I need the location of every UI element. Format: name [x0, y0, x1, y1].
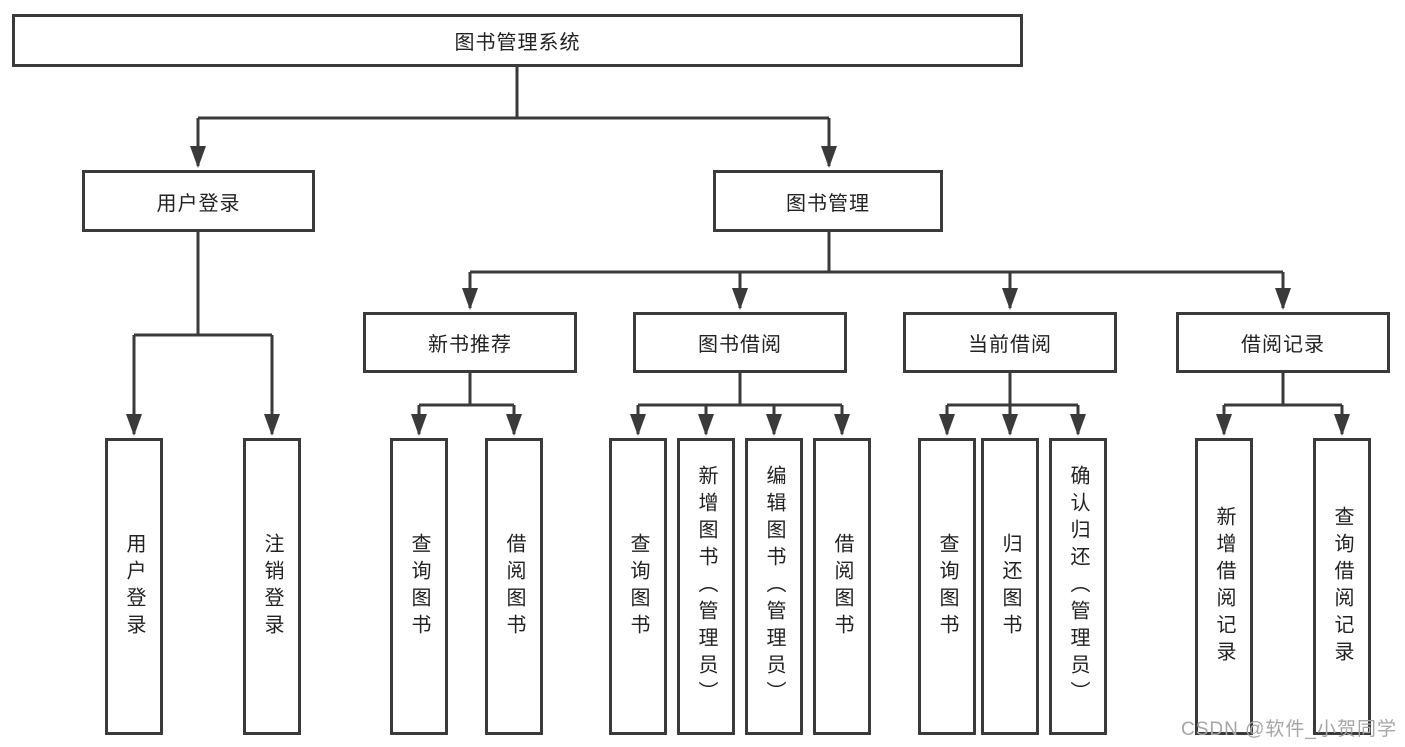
- node-label: 图书管理: [786, 192, 870, 215]
- node-user-login-leaf: 用户登录: [105, 438, 163, 735]
- node-label: 用户登录: [156, 192, 241, 215]
- node-label: 归还图书: [999, 532, 1021, 641]
- csdn-watermark: CSDN @软件_小贺同学: [1181, 719, 1397, 740]
- node-new-book-recommendation: 新书推荐: [363, 312, 577, 373]
- node-book-management: 图书管理: [713, 170, 943, 232]
- node-label: 注销登录: [261, 532, 283, 641]
- node-label: 确认归还（管理员）: [1067, 465, 1089, 708]
- node-label: 用户登录: [123, 532, 145, 641]
- node-add-borrow-record: 新增借阅记录: [1195, 438, 1253, 735]
- node-label: 新书推荐: [428, 334, 512, 356]
- node-label: 借阅记录: [1241, 334, 1325, 356]
- node-label: 借阅图书: [831, 532, 853, 641]
- node-confirm-return-admin: 确认归还（管理员）: [1049, 438, 1107, 735]
- node-borrowing-records: 借阅记录: [1176, 312, 1390, 373]
- node-label: 新增图书（管理员）: [695, 465, 717, 708]
- node-user-login: 用户登录: [82, 170, 315, 232]
- node-borrow-books-recommend: 借阅图书: [485, 438, 543, 735]
- node-system-root: 图书管理系统: [12, 14, 1023, 67]
- node-query-books-recommend: 查询图书: [390, 438, 448, 735]
- node-logout: 注销登录: [243, 438, 301, 735]
- node-query-borrow-record: 查询借阅记录: [1313, 438, 1371, 735]
- node-label: 查询借阅记录: [1331, 505, 1353, 668]
- node-query-books-borrowing: 查询图书: [609, 438, 667, 735]
- node-label: 查询图书: [627, 532, 649, 641]
- node-label: 编辑图书（管理员）: [763, 465, 785, 708]
- node-label: 借阅图书: [503, 532, 525, 641]
- node-label: 新增借阅记录: [1213, 505, 1235, 668]
- node-label: 查询图书: [936, 532, 958, 641]
- node-label: 当前借阅: [968, 334, 1052, 356]
- node-query-books-current: 查询图书: [918, 438, 976, 735]
- node-label: 图书管理系统: [454, 32, 581, 54]
- node-book-borrowing: 图书借阅: [633, 312, 847, 373]
- node-label: 查询图书: [408, 532, 430, 641]
- node-borrow-books: 借阅图书: [813, 438, 871, 735]
- node-label: 图书借阅: [698, 334, 782, 356]
- node-edit-books-admin: 编辑图书（管理员）: [745, 438, 803, 735]
- node-current-borrowing: 当前借阅: [903, 312, 1117, 373]
- node-return-books: 归还图书: [981, 438, 1039, 735]
- node-add-books-admin: 新增图书（管理员）: [677, 438, 735, 735]
